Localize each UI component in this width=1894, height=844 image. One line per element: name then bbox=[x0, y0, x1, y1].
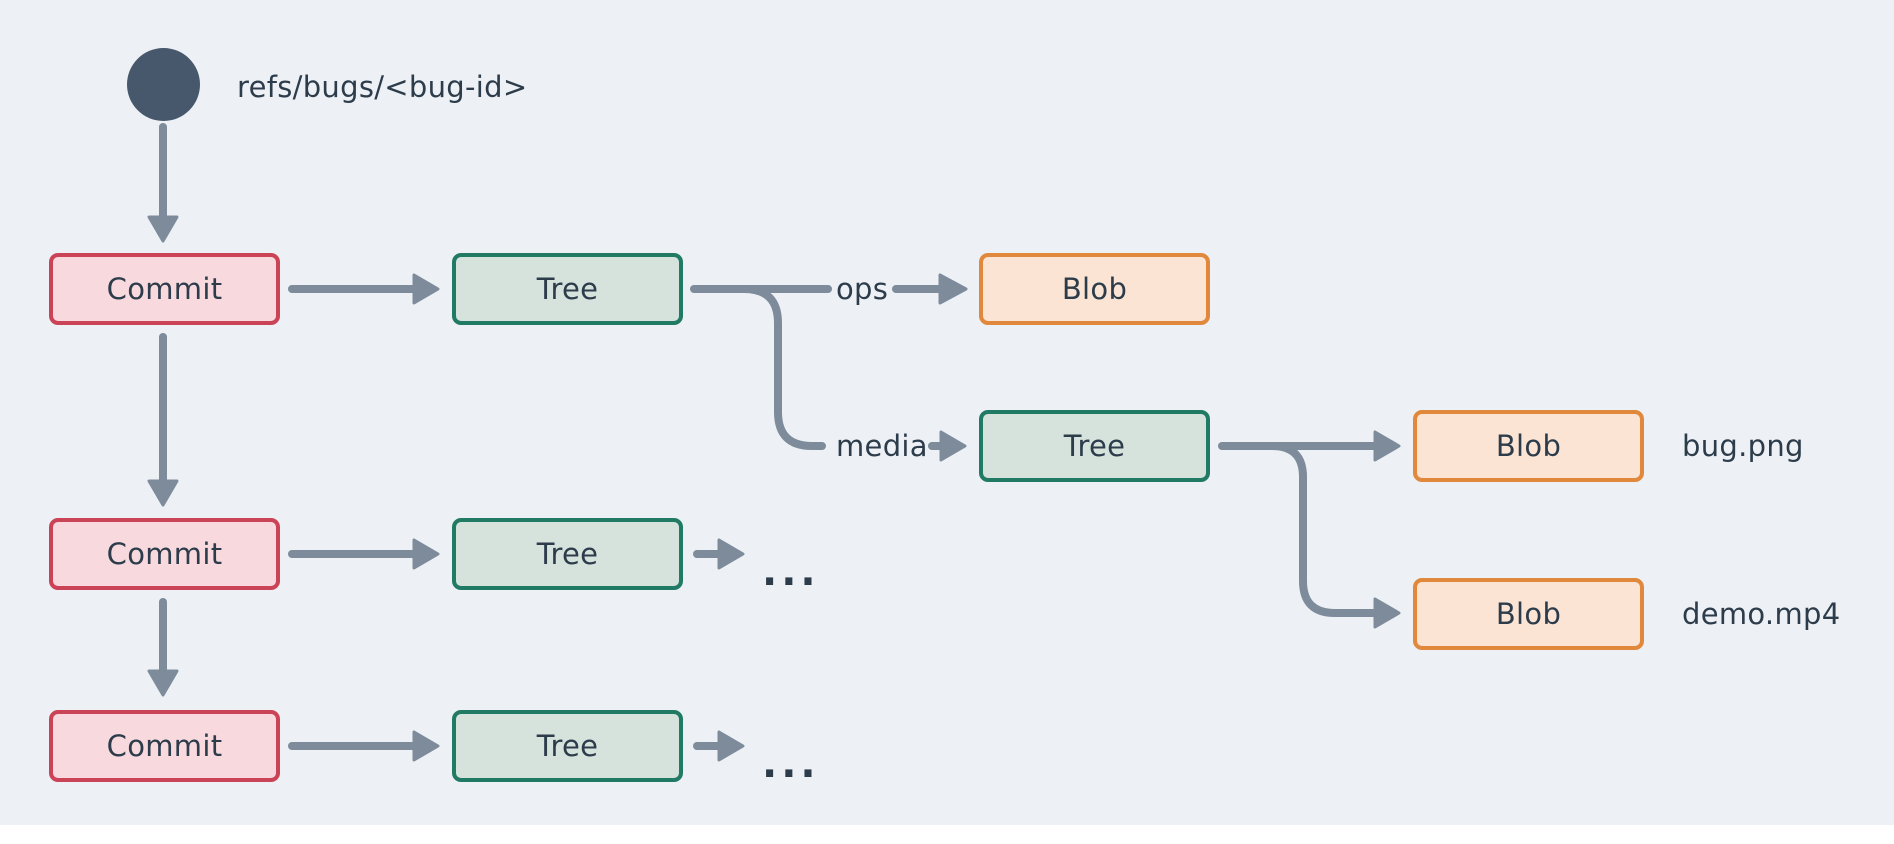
file-label-bug-png: bug.png bbox=[1682, 429, 1804, 463]
arrowhead-commit2-to-commit3 bbox=[147, 669, 179, 697]
arrowhead-tree3-out bbox=[717, 730, 745, 762]
node-tree-root-2: Tree bbox=[452, 518, 683, 590]
node-blob-bug: Blob bbox=[1413, 410, 1644, 482]
node-tree-root-2-label: Tree bbox=[536, 537, 599, 571]
arrowhead-commit3-to-tree3 bbox=[412, 730, 440, 762]
bottom-edge-strip bbox=[0, 825, 1894, 844]
arrowhead-commit1-to-tree1 bbox=[412, 273, 440, 305]
node-blob-ops: Blob bbox=[979, 253, 1210, 325]
ref-label: refs/bugs/<bug-id> bbox=[237, 70, 528, 104]
node-blob-bug-label: Blob bbox=[1495, 429, 1562, 463]
arrowhead-ref-to-commit1 bbox=[147, 215, 179, 243]
edge-label-ops: ops bbox=[836, 272, 889, 306]
arrowhead-commit2-to-tree2 bbox=[412, 538, 440, 570]
ref-node-circle bbox=[127, 48, 200, 121]
node-tree-media-label: Tree bbox=[1063, 429, 1126, 463]
node-blob-ops-label: Blob bbox=[1061, 272, 1128, 306]
node-commit-1: Commit bbox=[49, 253, 280, 325]
node-commit-2: Commit bbox=[49, 518, 280, 590]
edge-label-media: media bbox=[836, 429, 928, 463]
arrowhead-demo-branch bbox=[1373, 597, 1401, 629]
arrowhead-commit1-to-commit2 bbox=[147, 479, 179, 507]
node-tree-root-1: Tree bbox=[452, 253, 683, 325]
ellipsis-row-3: ... bbox=[762, 741, 820, 787]
node-commit-2-label: Commit bbox=[106, 537, 223, 571]
arrowhead-media-to-tree bbox=[939, 430, 967, 462]
edge-mediatree-demo-branch bbox=[1268, 442, 1379, 617]
arrowhead-ops-to-blob bbox=[938, 273, 968, 305]
node-blob-demo: Blob bbox=[1413, 578, 1644, 650]
node-commit-3-label: Commit bbox=[106, 729, 223, 763]
node-tree-root-3: Tree bbox=[452, 710, 683, 782]
edge-tree1-media-branch bbox=[740, 285, 826, 450]
node-tree-root-3-label: Tree bbox=[536, 729, 599, 763]
node-tree-media: Tree bbox=[979, 410, 1210, 482]
node-commit-1-label: Commit bbox=[106, 272, 223, 306]
node-commit-3: Commit bbox=[49, 710, 280, 782]
node-blob-demo-label: Blob bbox=[1495, 597, 1562, 631]
node-tree-root-1-label: Tree bbox=[536, 272, 599, 306]
arrowhead-mediatree-to-bugblob bbox=[1373, 430, 1401, 462]
ellipsis-row-2: ... bbox=[762, 549, 820, 595]
arrowhead-tree2-out bbox=[717, 538, 745, 570]
file-label-demo-mp4: demo.mp4 bbox=[1682, 597, 1841, 631]
